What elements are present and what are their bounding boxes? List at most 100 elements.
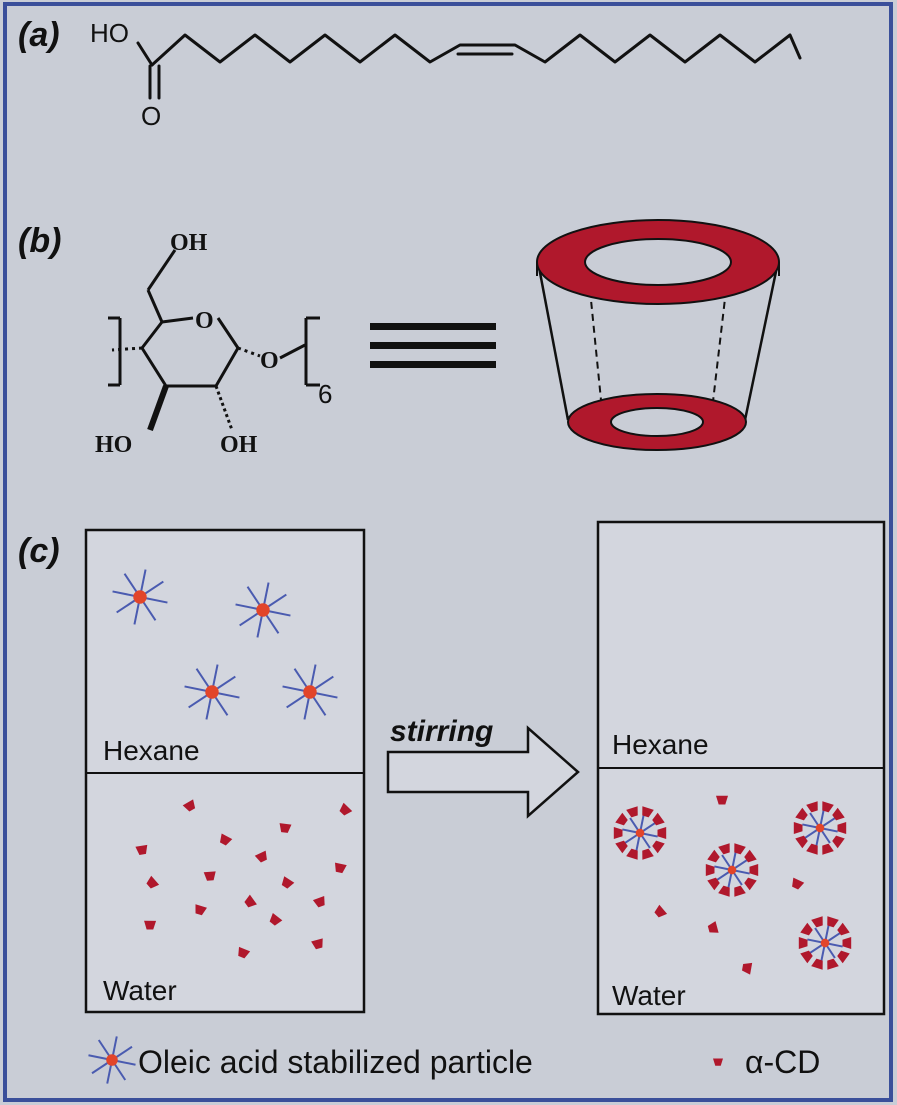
- legend-particle-icon: [88, 1036, 136, 1084]
- after-complexes: [613, 801, 852, 970]
- panel-label-b: (b): [18, 222, 61, 260]
- complex-core-3: [807, 925, 843, 961]
- cd-1: [279, 823, 292, 833]
- complex-cd-3-2: [827, 958, 839, 970]
- legend-cd-icon: [713, 1058, 723, 1066]
- complex-cd-2-6: [707, 849, 720, 863]
- oh-left-label: HO: [95, 432, 132, 458]
- complex-1: [793, 801, 847, 855]
- complex-cd-3-7: [811, 916, 823, 928]
- complex-cd-0-0: [657, 827, 667, 839]
- ring-oxygen-label: O: [195, 308, 214, 334]
- oh-right-label: OH: [220, 432, 258, 458]
- complex-cd-0-3: [626, 848, 638, 860]
- panel-label-c: (c): [18, 532, 60, 570]
- cd-11: [195, 904, 207, 916]
- complex-cd-1-7: [806, 801, 818, 813]
- complex-cd-1-9: [832, 807, 845, 821]
- legend-particle-label: Oleic acid stabilized particle: [138, 1044, 533, 1080]
- complex-cd-2-5: [705, 864, 715, 876]
- particle-2: [184, 664, 240, 720]
- free-cd-1: [792, 877, 805, 890]
- particle-1: [235, 582, 291, 638]
- before-water-label: Water: [103, 975, 177, 1006]
- repeat-count-label: 6: [318, 379, 332, 409]
- particle-3: [282, 664, 338, 720]
- complex-cd-3-8: [827, 916, 839, 928]
- complex-cd-2-3: [718, 885, 730, 897]
- cd-4: [219, 833, 233, 846]
- complex-core-1: [802, 810, 838, 846]
- cd-0: [182, 799, 196, 812]
- complex-cd-3-6: [800, 922, 813, 936]
- complex-cd-0-9: [652, 812, 665, 826]
- outer-frame: [3, 2, 893, 1102]
- cd-10: [312, 896, 325, 908]
- before-hexane-label: Hexane: [103, 735, 200, 766]
- complex-cd-3-3: [811, 958, 823, 970]
- legend-cd-label: α-CD: [745, 1044, 820, 1080]
- complex-cd-3-1: [837, 950, 850, 964]
- complex-0: [613, 806, 667, 860]
- glucose-unit-structure: [108, 249, 320, 432]
- after-water-label: Water: [612, 980, 686, 1011]
- legend-cd-shape: [713, 1058, 723, 1066]
- complex-cd-2-2: [734, 885, 746, 897]
- complex-cd-2-9: [744, 849, 757, 863]
- cd-3: [135, 844, 148, 855]
- complex-cd-1-6: [795, 807, 808, 821]
- complex-cd-0-1: [652, 840, 665, 854]
- cd-15: [311, 938, 323, 950]
- stirring-label: stirring: [390, 715, 493, 748]
- complex-core-0: [622, 815, 658, 851]
- complex-cd-2-4: [707, 877, 720, 891]
- complex-2: [705, 843, 759, 897]
- complex-cd-0-2: [642, 848, 654, 860]
- panel-label-a: (a): [18, 16, 60, 54]
- cd-2: [339, 802, 353, 816]
- complex-cd-2-0: [749, 864, 759, 876]
- legend-particle-star: [88, 1036, 136, 1084]
- complex-cd-0-4: [615, 840, 628, 854]
- complex-cd-3-9: [837, 922, 850, 936]
- complex-cd-2-1: [744, 877, 757, 891]
- complex-cd-3-0: [842, 937, 852, 949]
- cd-8: [203, 871, 216, 881]
- complex-core-2: [714, 852, 750, 888]
- after-hexane-label: Hexane: [612, 729, 709, 760]
- complex-cd-1-8: [822, 801, 834, 813]
- complex-cd-2-7: [718, 843, 730, 855]
- hydroxyl-label: HO: [90, 18, 129, 48]
- cd-5: [254, 850, 267, 863]
- before-cyclodextrins: [135, 799, 353, 959]
- complex-cd-1-3: [806, 843, 818, 855]
- cd-12: [244, 894, 257, 908]
- complex-cd-1-1: [832, 835, 845, 849]
- cd-6: [335, 862, 347, 874]
- before-particles: [112, 569, 338, 720]
- free-cd-2: [654, 904, 668, 918]
- oh-top-label: OH: [170, 230, 208, 256]
- complex-cd-1-0: [837, 822, 847, 834]
- oleic-acid-structure: [136, 33, 802, 100]
- complex-3: [798, 916, 852, 970]
- particle-0: [112, 569, 168, 625]
- carbonyl-oxygen-label: O: [141, 101, 161, 131]
- free-cd-4: [741, 962, 753, 975]
- complex-cd-1-4: [795, 835, 808, 849]
- complex-cd-0-8: [642, 806, 654, 818]
- stirring-arrow: [386, 725, 580, 819]
- after-cyclodextrins: [654, 795, 805, 975]
- complex-cd-3-4: [800, 950, 813, 964]
- cd-14: [269, 912, 283, 926]
- glycosidic-oxygen-label: O: [260, 348, 279, 374]
- complex-cd-3-5: [798, 937, 808, 949]
- complex-cd-0-5: [613, 827, 623, 839]
- complex-cd-0-6: [615, 812, 628, 826]
- cyclodextrin-cone-schematic: [535, 219, 781, 451]
- complex-cd-2-8: [734, 843, 746, 855]
- free-cd-3: [707, 921, 719, 933]
- cd-16: [238, 946, 251, 959]
- cd-7: [146, 875, 160, 889]
